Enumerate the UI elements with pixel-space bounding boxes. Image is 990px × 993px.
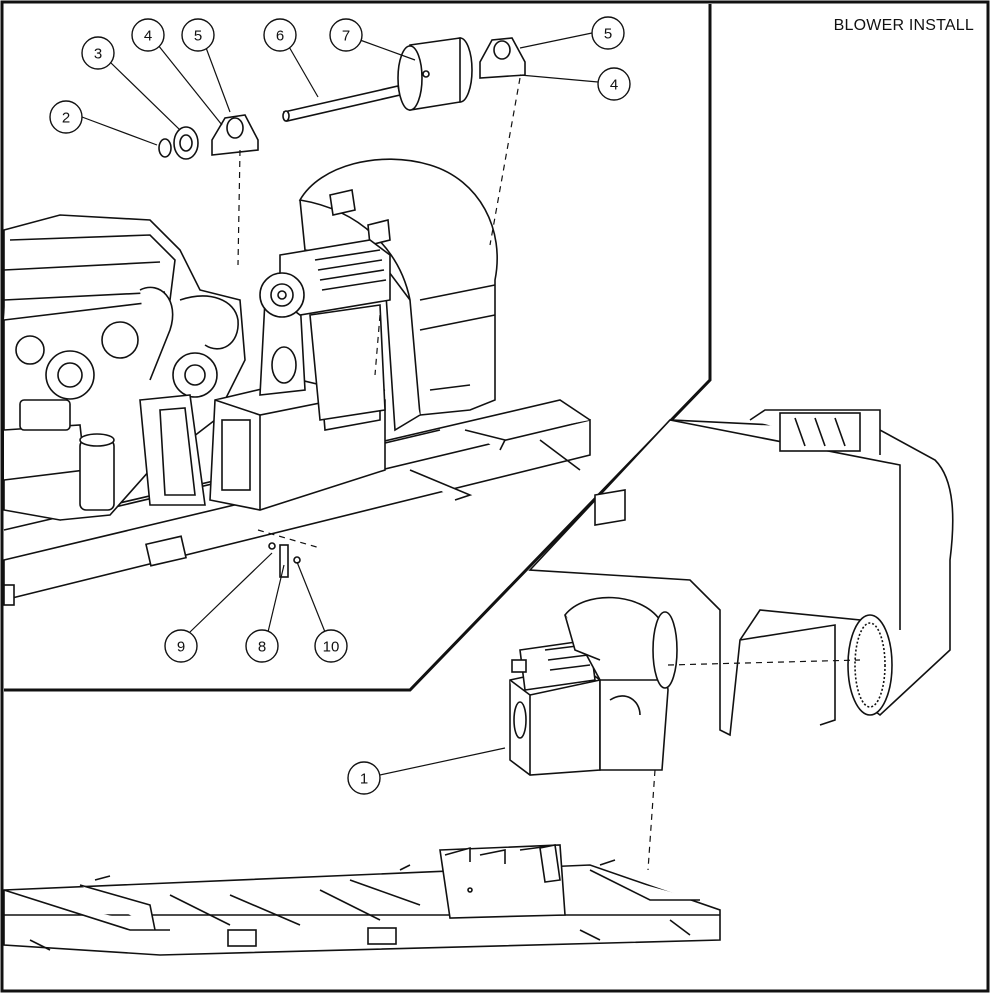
callout-9-circle	[164, 629, 198, 663]
inset-exploded-parts	[158, 37, 526, 578]
callout-4a-label: 4	[144, 28, 152, 45]
base-frame	[3, 844, 721, 956]
inset-assembly	[3, 158, 591, 606]
callout-5a-label: 5	[194, 28, 202, 45]
callout-8-label: 8	[258, 639, 266, 656]
callout-10-circle	[314, 629, 348, 663]
callout-6-label: 6	[276, 28, 284, 45]
inset-frame	[4, 4, 712, 692]
callout-9-label: 9	[177, 639, 185, 656]
callout-3-circle	[81, 36, 115, 70]
callout-4b-label: 4	[610, 77, 618, 94]
callout-10-label: 10	[323, 639, 340, 656]
callout-3-label: 3	[94, 46, 102, 63]
callout-6-circle	[263, 18, 297, 52]
callout-2-label: 2	[62, 110, 70, 127]
lower-assembly	[509, 409, 954, 776]
callout-8-circle	[245, 629, 279, 663]
callout-5b-circle	[591, 16, 625, 50]
callout-bubbles	[49, 16, 631, 795]
callout-leaders	[81, 32, 599, 776]
callout-1-circle	[347, 761, 381, 795]
callout-1-label: 1	[360, 771, 368, 788]
callout-7-circle	[329, 18, 363, 52]
callout-7-label: 7	[342, 28, 350, 45]
diagram-title: BLOWER INSTALL	[833, 17, 974, 34]
callout-5a-circle	[181, 18, 215, 52]
callout-4b-circle	[597, 67, 631, 101]
callout-2-circle	[49, 100, 83, 134]
callout-4a-circle	[131, 18, 165, 52]
callout-5b-label: 5	[604, 26, 612, 43]
lower-dashed-lines	[647, 659, 861, 871]
callout-labels: 1 2 3 4 5 6 7 5 4 9 8 10	[62, 26, 618, 788]
inset-dashed-lines	[237, 77, 521, 549]
